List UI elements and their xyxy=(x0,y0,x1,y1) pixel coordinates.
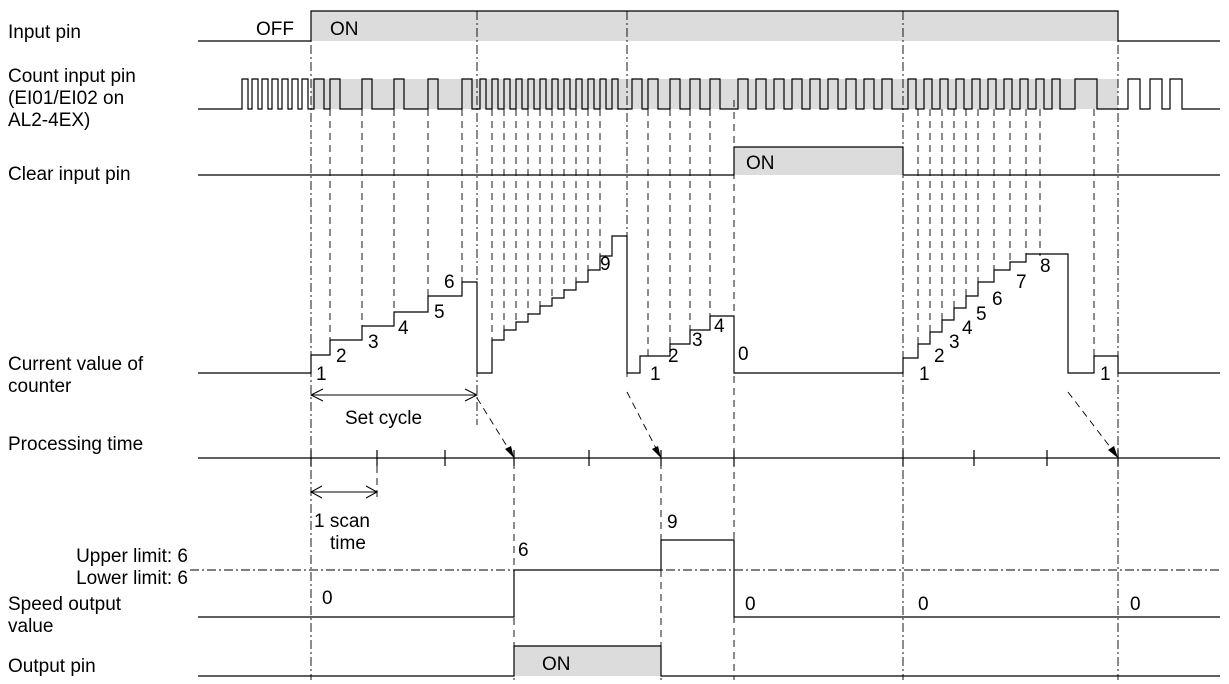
speed-output-signal xyxy=(198,539,1220,618)
counter-value: 6 xyxy=(992,289,1003,310)
output-pin-on-band xyxy=(514,646,661,676)
counter-value: 0 xyxy=(738,344,749,365)
speed-value: 0 xyxy=(745,594,756,615)
cycle-boundaries xyxy=(310,11,1119,680)
clear-input-on-band xyxy=(734,147,903,175)
label-processing-time: Processing time xyxy=(8,434,143,455)
set-cycle-label: Set cycle xyxy=(345,408,422,429)
counter-value: 3 xyxy=(949,332,960,353)
scan-time-label: 1 scan xyxy=(314,511,370,532)
count-input-on-band xyxy=(311,79,1118,109)
input-pin-off-label: OFF xyxy=(256,19,294,40)
counter-value: 6 xyxy=(444,272,455,293)
speed-value: 0 xyxy=(322,588,333,609)
label-clear-input-pin: Clear input pin xyxy=(8,164,131,185)
counter-value: 3 xyxy=(692,330,703,351)
counter-staircase xyxy=(198,235,1220,374)
speed-value: 9 xyxy=(667,512,678,533)
counter-value: 5 xyxy=(976,304,987,325)
count-guide-lines xyxy=(329,109,1095,358)
counter-value: 9 xyxy=(600,254,611,275)
clear-input-on-label: ON xyxy=(746,153,775,174)
counter-value: 3 xyxy=(368,332,379,353)
label-count-input-pin-model-2: AL2-4EX) xyxy=(8,110,90,131)
label-speed-output: Speed output xyxy=(8,594,122,615)
speed-value: 0 xyxy=(918,594,929,615)
label-current-value-2: counter xyxy=(8,376,72,397)
input-pin-on-label: ON xyxy=(330,19,359,40)
label-speed-output-2: value xyxy=(8,616,53,637)
clear-input-signal xyxy=(198,146,1220,176)
counter-value: 4 xyxy=(962,318,973,339)
counter-value: 1 xyxy=(650,364,661,385)
counter-labels: 1 2 3 4 5 6 9 1 2 3 4 0 1 2 3 4 5 6 7 8 … xyxy=(316,254,1111,385)
output-pin-on-label: ON xyxy=(542,654,571,675)
input-pin-signal xyxy=(198,10,1220,42)
scan-time-arrow xyxy=(309,466,379,499)
input-pin-on-band xyxy=(311,11,1118,41)
counter-value: 7 xyxy=(1016,272,1027,293)
scan-time-label-2: time xyxy=(330,533,366,554)
speed-value: 0 xyxy=(1130,594,1141,615)
speed-value: 6 xyxy=(518,540,529,561)
counter-value: 1 xyxy=(1100,364,1111,385)
label-output-pin: Output pin xyxy=(8,656,96,677)
counter-value: 8 xyxy=(1040,256,1051,277)
label-count-input-pin: Count input pin xyxy=(8,66,136,87)
counter-value: 5 xyxy=(434,302,445,323)
label-input-pin: Input pin xyxy=(8,22,81,43)
counter-value: 1 xyxy=(919,364,930,385)
processing-arrows xyxy=(476,391,1118,458)
counter-value: 2 xyxy=(934,346,945,367)
counter-value: 2 xyxy=(336,346,347,367)
counter-value: 4 xyxy=(398,318,409,339)
label-count-input-pin-model: (EI01/EI02 on xyxy=(8,88,124,109)
counter-value: 1 xyxy=(316,364,327,385)
output-pin-signal xyxy=(198,645,1220,677)
counter-value: 2 xyxy=(668,346,679,367)
label-current-value: Current value of xyxy=(8,354,144,375)
counter-value: 4 xyxy=(714,316,725,337)
label-upper-limit: Upper limit: 6 xyxy=(76,546,188,567)
speed-output-values: 0 6 9 0 0 0 xyxy=(322,512,1141,615)
label-lower-limit: Lower limit: 6 xyxy=(76,568,188,589)
set-cycle-arrow xyxy=(309,388,479,402)
count-input-signal xyxy=(198,78,1220,110)
